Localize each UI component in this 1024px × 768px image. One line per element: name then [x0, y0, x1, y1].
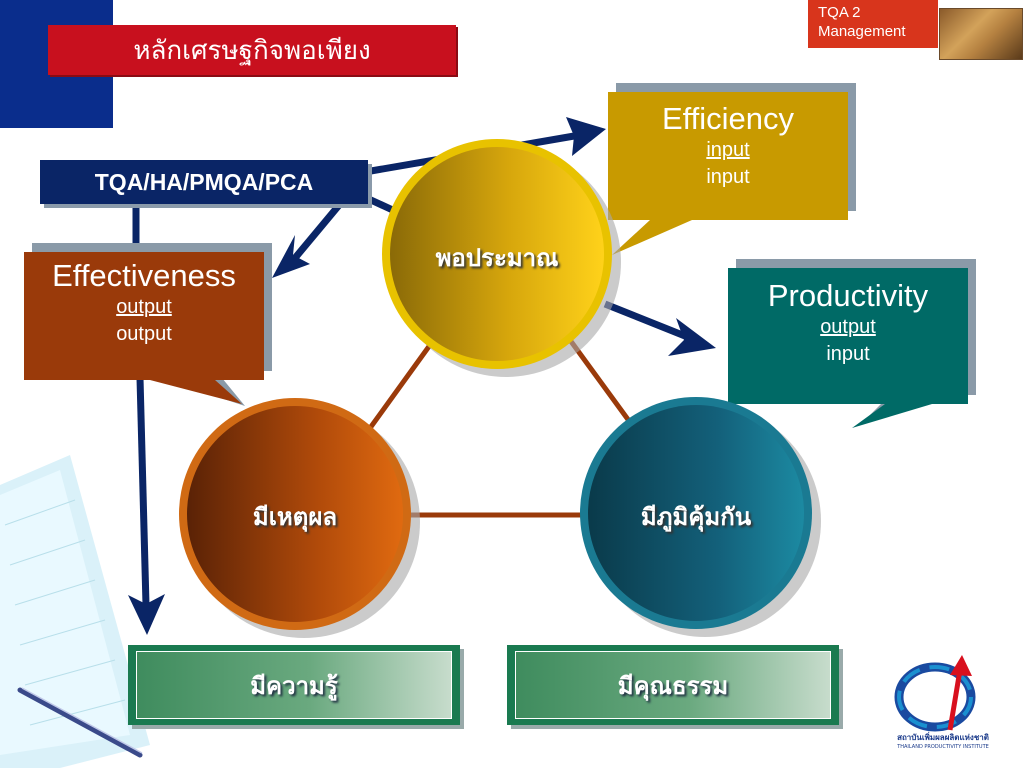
efficiency-denominator: input	[706, 166, 750, 188]
efficiency-title: Efficiency	[661, 101, 795, 136]
effectiveness-denominator: output	[116, 323, 172, 345]
productivity-denominator: input	[826, 343, 870, 365]
circle-immunity-label: มีภูมิคุ้มกัน	[640, 503, 752, 531]
page-title: หลักเศรษฐกิจพอเพียง	[48, 25, 456, 75]
standards-label: TQA/HA/PMQA/PCA	[40, 160, 368, 204]
callout-efficiency	[608, 83, 856, 255]
efficiency-numerator: input	[706, 139, 750, 161]
callout-effectiveness	[24, 243, 272, 406]
notepad-decoration	[0, 455, 150, 768]
knowledge-label: มีความรู้	[136, 651, 452, 719]
institute-logo	[894, 655, 976, 732]
arrow-head-knowledge	[128, 594, 165, 635]
virtue-label: มีคุณธรรม	[515, 651, 831, 719]
productivity-numerator: output	[820, 316, 876, 338]
productivity-title: Productivity	[767, 278, 929, 313]
virtue-box: มีคุณธรรม	[507, 645, 839, 725]
logo-caption: สถาบันเพิ่มผลผลิตแห่งชาติ THAILAND PRODU…	[888, 731, 998, 750]
circle-moderation-label: พอประมาณ	[435, 244, 559, 272]
arrow-head-efficiency	[566, 117, 606, 156]
effectiveness-title: Effectiveness	[52, 258, 236, 293]
logo-caption-thai: สถาบันเพิ่มผลผลิตแห่งชาติ	[897, 733, 989, 742]
circle-moderation	[382, 139, 621, 377]
knowledge-box: มีความรู้	[128, 645, 460, 725]
effectiveness-text: Effectiveness output output	[24, 258, 264, 348]
circle-reasonableness-label: มีเหตุผล	[252, 503, 338, 531]
circle-reasonableness	[179, 398, 420, 638]
logo-caption-english: THAILAND PRODUCTIVITY INSTITUTE	[897, 744, 989, 750]
corner-label: TQA 2 Management	[808, 0, 938, 48]
corner-label-line2: Management	[818, 23, 906, 40]
corner-photo	[939, 8, 1023, 60]
callout-productivity	[728, 259, 976, 428]
arrow-head-effectiveness	[272, 235, 310, 278]
arrow-head-productivity	[668, 318, 716, 356]
efficiency-text: Efficiency input input	[608, 101, 848, 191]
corner-label-line1: TQA 2	[818, 4, 861, 21]
productivity-text: Productivity output input	[728, 278, 968, 368]
circle-immunity	[580, 397, 821, 637]
triangle-connectors	[362, 338, 635, 518]
effectiveness-numerator: output	[116, 296, 172, 318]
